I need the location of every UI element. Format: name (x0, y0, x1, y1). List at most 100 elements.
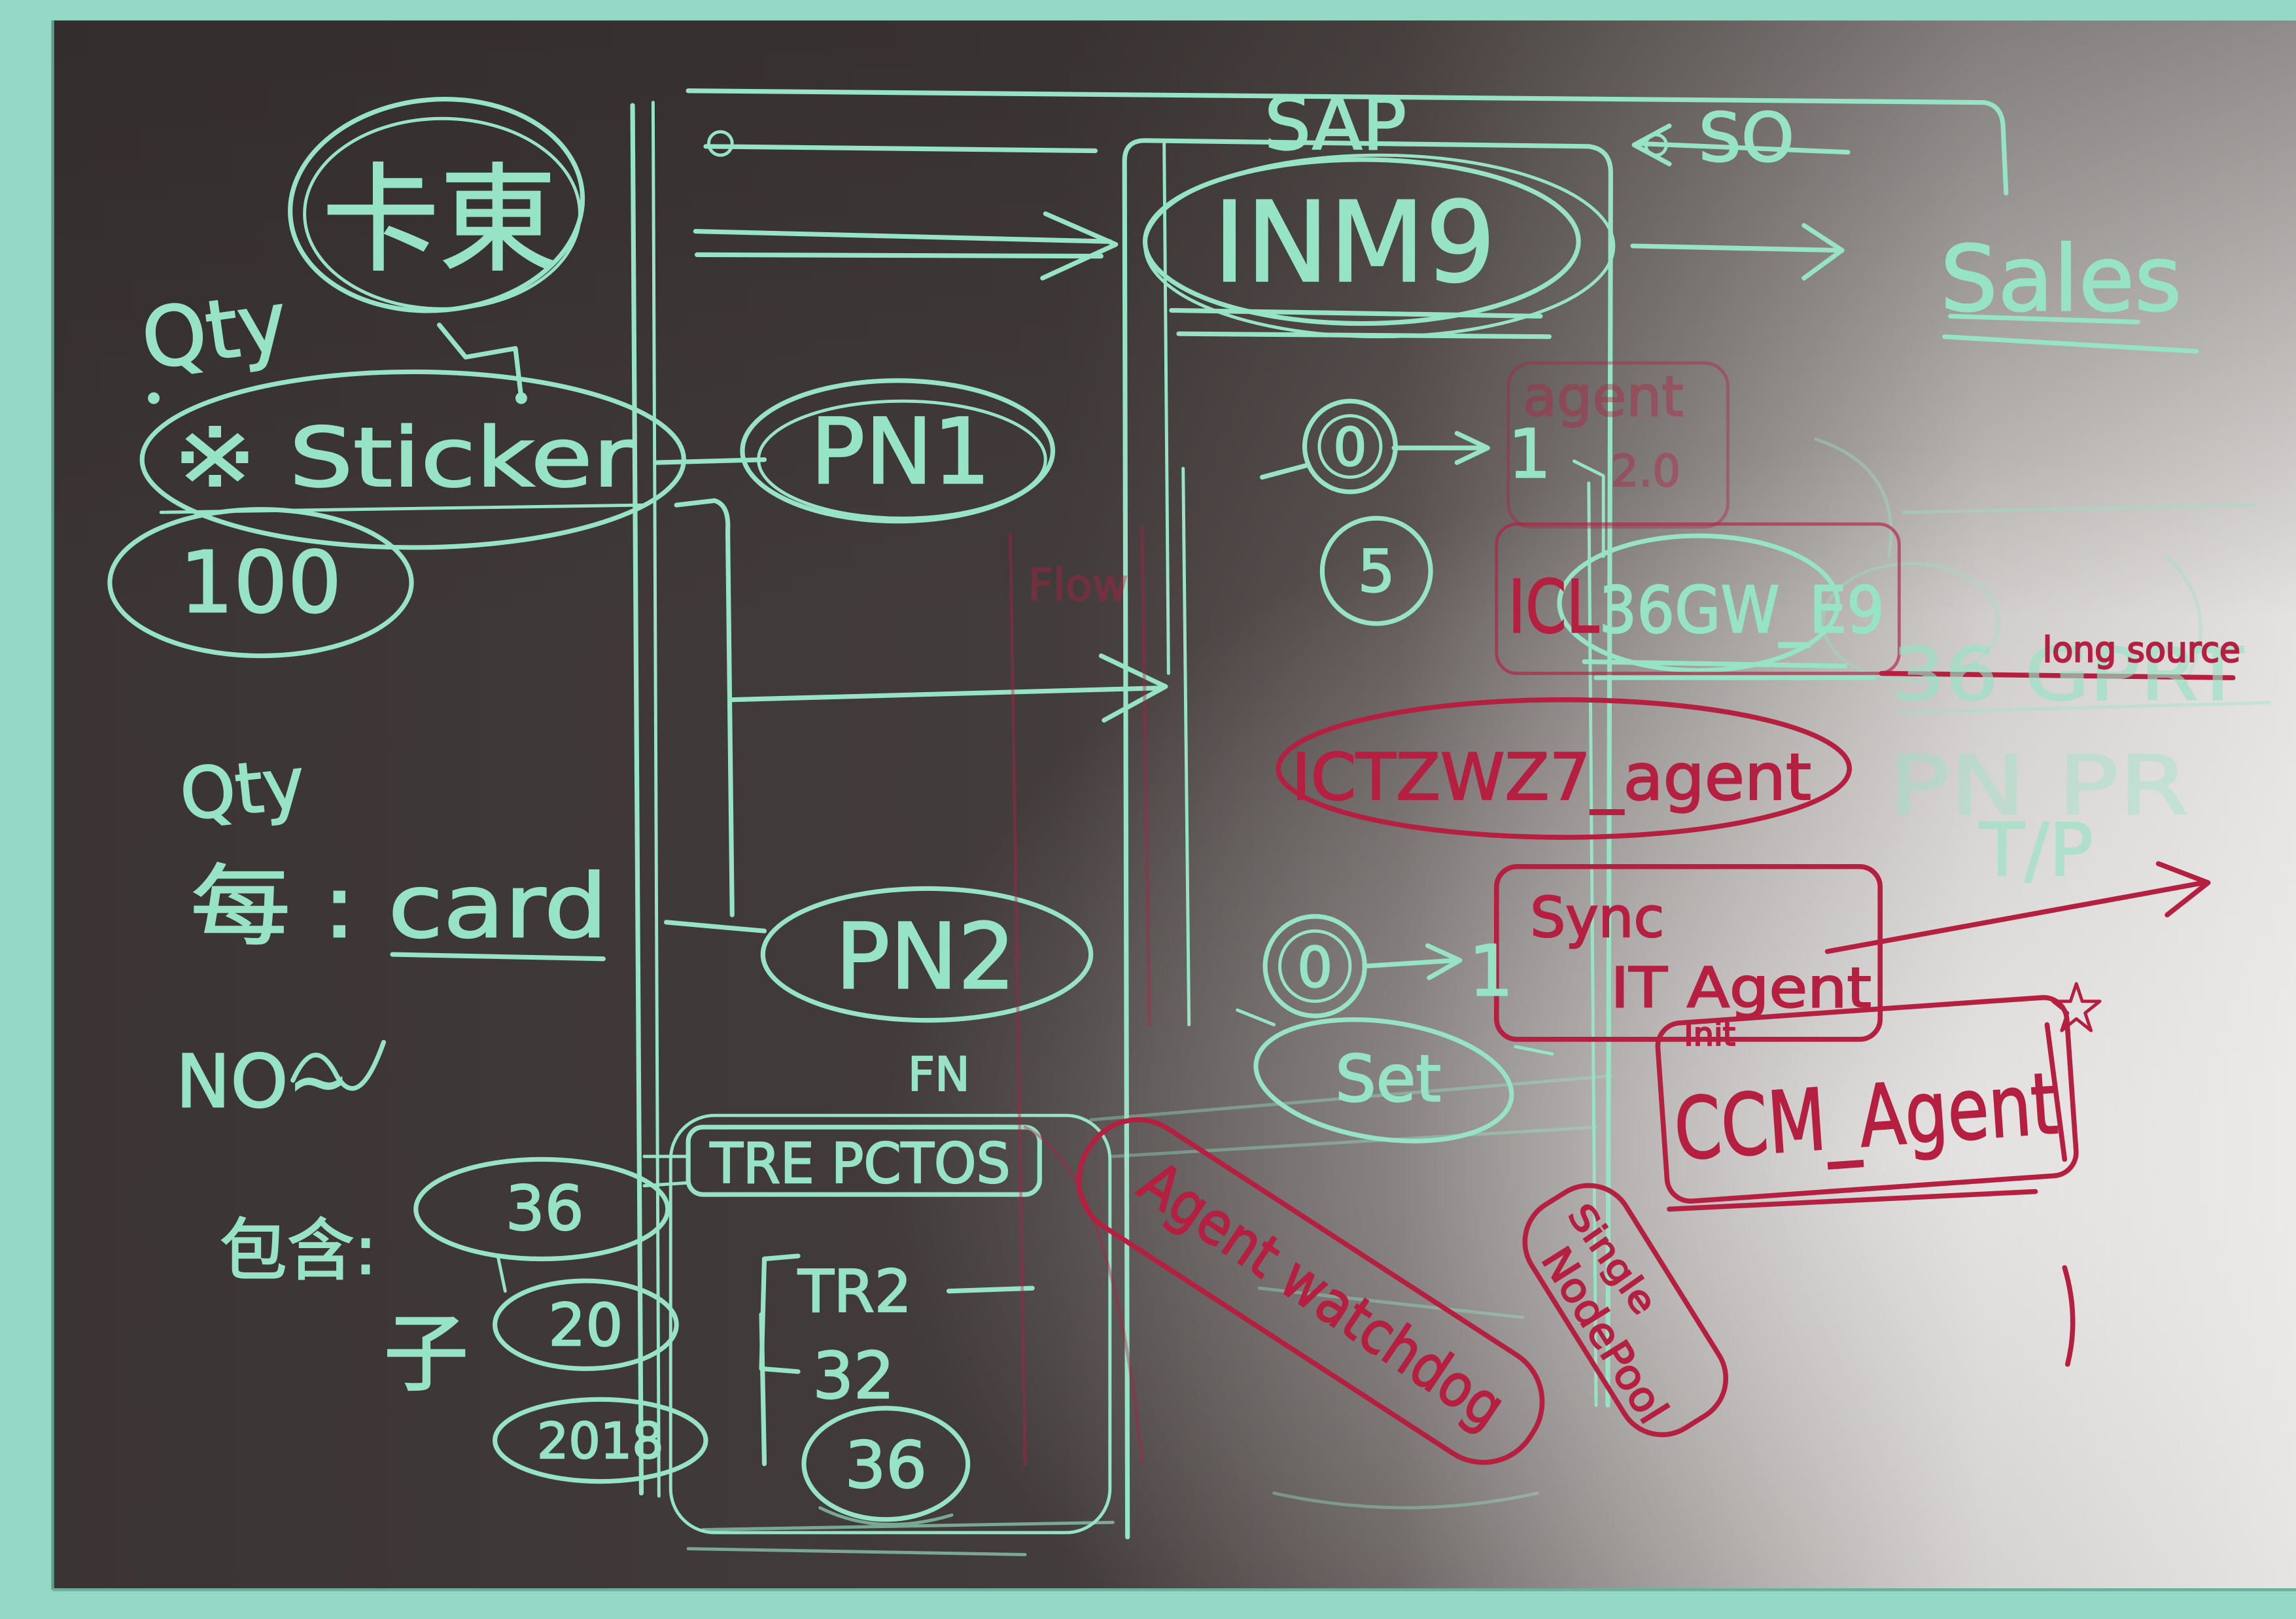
tre-pctos-label: TRE PCTOS (710, 1132, 1011, 1196)
number-36-a: 36 (506, 1174, 584, 1245)
circle-36-a (413, 1157, 670, 1262)
quantity-100: 100 (180, 533, 342, 632)
number-36-b: 36 (845, 1429, 927, 1503)
line-to-pn1 (653, 457, 767, 465)
faint-right-scribbles (1814, 437, 2272, 715)
circle-five (1319, 515, 1433, 626)
arrow-top-line (703, 144, 1098, 154)
lines-36-to-tre (642, 1155, 690, 1188)
arrow-to-sales (1630, 223, 1845, 281)
fn-label: FN (908, 1047, 970, 1102)
faint-right-ellipse (1821, 562, 2001, 683)
circle-20 (493, 1278, 679, 1371)
circle-around-pn1-inner (757, 399, 1047, 520)
no-label: NO~ (176, 1039, 350, 1124)
line-to-zero-a (1260, 463, 1309, 480)
36-gprt-label: 36 GPRT (1892, 633, 2244, 718)
green-notes: 卡東 Qty ※ Sticker 100 Qty 每 : card NO~ 包含… (135, 81, 2245, 1504)
circle-around-pn1 (740, 378, 1056, 524)
qty-label-1: Qty (136, 273, 293, 388)
set-connector (1236, 1008, 1554, 1056)
ellipse-ictzwz7 (1276, 697, 1852, 840)
arrow-so (1631, 123, 1851, 167)
bracket-sticker-card (674, 498, 735, 918)
capsule-watchdog (1076, 1117, 1545, 1465)
circle-around-title-inner (303, 116, 582, 311)
sap-column-outline (1122, 138, 1613, 1540)
tr2-label: TR2 (797, 1258, 912, 1326)
inm9-label: INM9 (1213, 179, 1495, 308)
line-to-pn2 (663, 920, 767, 933)
marker-dot (148, 392, 160, 404)
top-frame-line (686, 88, 2009, 196)
pn-pr-label: PN PR (1889, 738, 2189, 833)
icl-label: ICL (1508, 565, 1599, 650)
box-tre-pctos (686, 1124, 1042, 1197)
outline-bottom-group (669, 1113, 1112, 1535)
circle-zero-a-inner (1317, 414, 1383, 479)
circle-set (1253, 1017, 1514, 1143)
36gw-label: 36GW_E9 (1599, 574, 1885, 648)
star-mark (2051, 982, 2102, 1032)
ictzwz7-agent-label: ICTZWZ7_agent (1291, 740, 1811, 815)
circle-36-b (801, 1406, 971, 1522)
card-label: 每 : card (190, 855, 608, 958)
year-2018: 2018 (537, 1412, 664, 1470)
arrow-double-to-inm9 (693, 211, 1119, 281)
five: 5 (1358, 538, 1395, 606)
right-edge-lines (2044, 1022, 2076, 1367)
version-label: 2.0 (1610, 445, 1680, 496)
line-after-one-a (1572, 459, 1605, 558)
includes-label: 包含: (220, 1211, 377, 1290)
box-agent-top (1506, 361, 1730, 529)
number-20: 20 (548, 1292, 623, 1360)
faint-middle-lines (1089, 1074, 1612, 1510)
underline-inm9 (1169, 307, 1552, 339)
underline-long-source (1879, 670, 2236, 680)
init-label: Init (1684, 1015, 1735, 1053)
green-marker-shapes (107, 88, 2272, 1556)
underline-card (390, 952, 606, 962)
tilde-after-no (290, 1039, 387, 1091)
vertical-line-b (1587, 481, 1598, 1407)
set-label: Set (1335, 1042, 1441, 1117)
box-ccm-agent (1655, 995, 2079, 1204)
connector-title-to-sticker (436, 322, 524, 401)
flow-label: Flow (1028, 560, 1128, 611)
line-from-tr2 (946, 1285, 1035, 1294)
one-a: 1 (1508, 415, 1552, 494)
so-start-mark (1644, 133, 1668, 157)
circle-36gw (1557, 533, 1840, 673)
arrow-top-start-mark (706, 130, 734, 157)
sap-label: SAP (1264, 82, 1406, 167)
arrow-to-tip (1824, 861, 2211, 954)
circle-around-pn2 (760, 886, 1094, 1023)
faint-left-red-lines (1009, 525, 1151, 1466)
arrow-zero-to-one-a (1391, 430, 1490, 465)
capsule-single-nodepool (1522, 1183, 1729, 1438)
title-chars: 卡東 (322, 152, 556, 288)
tp-label: T/P (1979, 808, 2093, 893)
long-source-label: long source (2043, 629, 2240, 670)
sticker-label: ※ Sticker (173, 410, 635, 506)
vertical-line-a (1181, 466, 1191, 1026)
red-marker-shapes (1009, 361, 2236, 1466)
box-sync-it-agent (1493, 863, 1883, 1042)
left-divider-line-2 (651, 101, 661, 1498)
zero-b: 0 (1297, 935, 1332, 1000)
underline-sales (1942, 313, 2199, 354)
circle-zero-b-inner (1278, 929, 1352, 1003)
bracket-tr2 (759, 1253, 801, 1467)
circle-around-100 (107, 507, 414, 659)
agent-top-label: agent (1523, 365, 1684, 430)
circle-2018 (493, 1397, 708, 1484)
vertical-line-c (1162, 139, 1170, 675)
line-under-ccm (1667, 1189, 2038, 1212)
pn1-label: PN1 (810, 398, 991, 504)
sales-label: Sales (1940, 226, 2182, 332)
one-b: 1 (1469, 931, 1513, 1013)
marker-dot (515, 392, 527, 404)
left-divider-line (630, 103, 644, 1496)
number-32: 32 (812, 1339, 894, 1414)
